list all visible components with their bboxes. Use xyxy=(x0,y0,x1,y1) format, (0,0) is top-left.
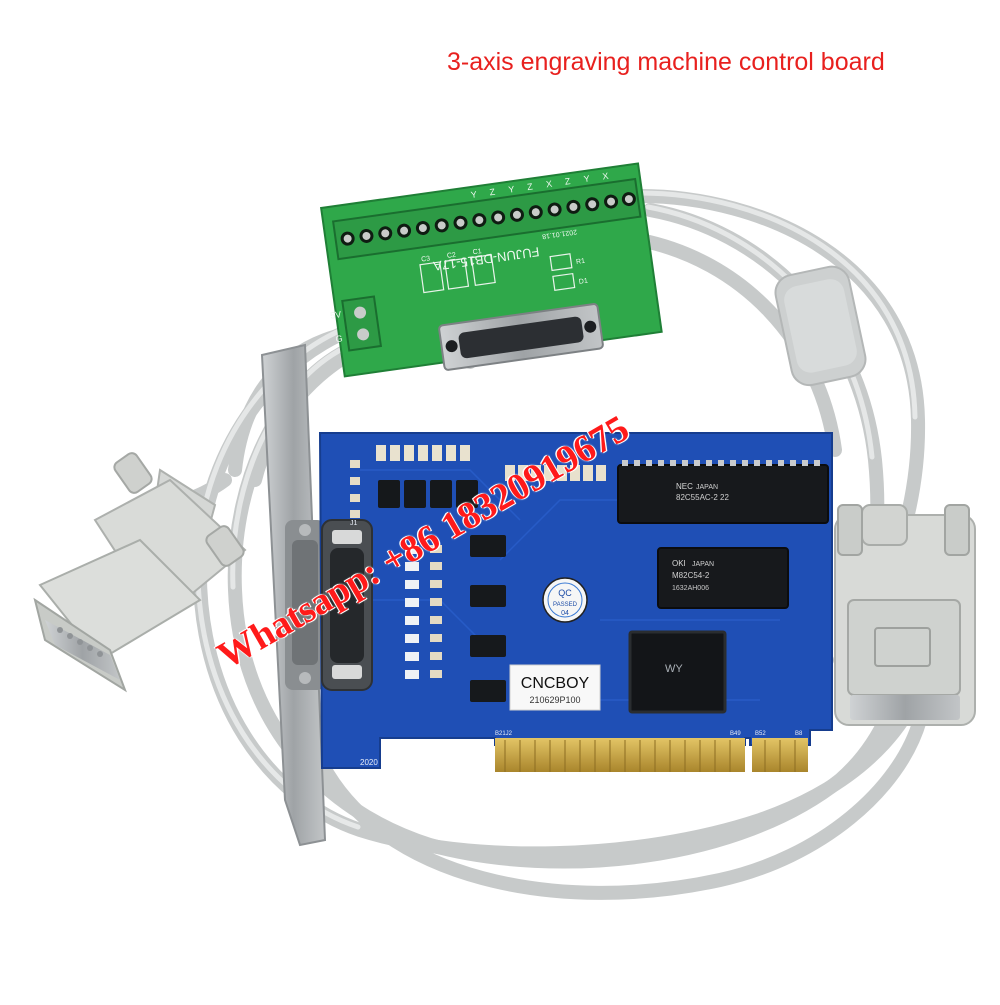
chip-2-model: M82C54-2 xyxy=(672,571,710,580)
card-serial: 210629P100 xyxy=(529,695,580,705)
comp-label-r1: R1 xyxy=(576,258,586,266)
power-label-5v: 5V xyxy=(330,309,342,320)
edge-label-2: B49 xyxy=(730,731,741,737)
chip-1-brand: NEC xyxy=(676,482,693,491)
axis-label: X xyxy=(545,179,552,190)
axis-label: Y xyxy=(508,184,515,195)
edge-label-1: B21J2 xyxy=(495,731,513,737)
breakout-board: FUJUN-DB15-17A 2021.01.18 5V G C1 C2 C3 … xyxy=(319,162,663,378)
comp-label-c2: C2 xyxy=(447,252,457,260)
power-label-g: G xyxy=(335,333,343,344)
chip-2-origin: JAPAN xyxy=(692,561,714,568)
card-brand: CNCBOY xyxy=(521,675,590,692)
card-year: 2020 xyxy=(360,758,378,767)
qc-label: QC xyxy=(558,588,572,598)
connector-label: J1 xyxy=(350,520,358,527)
qc-number: 04 xyxy=(561,610,569,617)
chip-3-mark: WY xyxy=(665,663,683,675)
axis-label: X xyxy=(602,171,609,182)
edge-label-3: B52 xyxy=(755,731,766,737)
pci-bracket xyxy=(260,343,327,847)
edge-label-4: B8 xyxy=(795,731,803,737)
axis-label: Z xyxy=(527,181,534,192)
ferrite-bead xyxy=(774,265,867,387)
axis-labels: Y Z Y Z X Z Y X xyxy=(470,171,609,200)
chip-2-brand: OKI xyxy=(672,559,686,568)
axis-label: Z xyxy=(564,176,571,187)
right-db15-plug xyxy=(834,504,976,726)
comp-label-d1: D1 xyxy=(578,278,588,286)
comp-label-c1: C1 xyxy=(472,248,482,256)
axis-label: Y xyxy=(583,173,590,184)
qc-status: PASSED xyxy=(553,602,578,608)
caption-text: 3-axis engraving machine control board xyxy=(447,48,885,76)
breakout-date: 2021.01.18 xyxy=(542,228,578,240)
comp-label-c3: C3 xyxy=(421,255,431,263)
chip-1-origin: JAPAN xyxy=(696,484,718,491)
left-db15-plug xyxy=(33,452,247,693)
axis-label: Y xyxy=(470,189,477,200)
pci-control-card xyxy=(318,432,833,772)
chip-1-model: 82C55AC-2 22 xyxy=(676,493,729,502)
axis-label: Z xyxy=(489,187,496,198)
chip-2-code: 1632AH006 xyxy=(672,585,709,592)
